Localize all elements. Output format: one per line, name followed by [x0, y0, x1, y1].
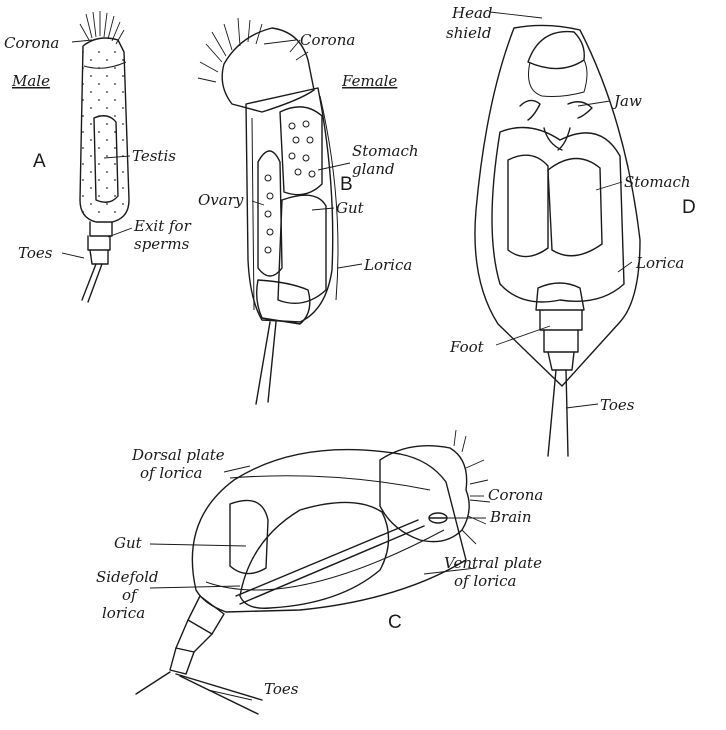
body-male-stipple: [82, 48, 126, 218]
stomach-gland: [280, 107, 322, 195]
gut-c: [230, 500, 268, 573]
label-ventral-1: Ventral plate: [444, 554, 542, 572]
label-ventral-2: of lorica: [454, 572, 517, 590]
label-stomach-d: Stomach: [624, 173, 691, 191]
ovary: [258, 151, 282, 276]
panel-d: Head shield Jaw Stomach D Lorica Foot To…: [446, 4, 696, 456]
label-ovary: Ovary: [198, 191, 244, 209]
head-c: [380, 446, 469, 542]
corona-cilia: [80, 11, 124, 44]
foot-c: [170, 596, 224, 674]
panel-letter-d: D: [682, 197, 696, 218]
head-shield: [528, 32, 584, 69]
label-brain: Brain: [489, 508, 532, 526]
label-corona-a: Corona: [4, 34, 59, 52]
label-stomach-gland-1: Stomach: [352, 142, 419, 160]
gland-c: [240, 502, 389, 608]
label-head-shield-1: Head: [451, 4, 493, 22]
body-female: [246, 88, 333, 322]
panel-a: Corona Male A Testis Exit for sperms Toe…: [4, 11, 192, 302]
ovary-eggs: [265, 175, 273, 253]
label-female: Female: [341, 72, 397, 90]
brain: [429, 513, 447, 523]
label-gut-b: Gut: [336, 199, 365, 217]
gland-left: [508, 155, 548, 256]
label-sidefold-1: Sidefold: [96, 568, 159, 586]
label-sidefold-2: of: [122, 586, 139, 604]
lorica-c: [192, 450, 466, 612]
label-head-shield-2: shield: [446, 24, 491, 42]
label-dorsal-2: of lorica: [140, 464, 203, 482]
label-toes-d: Toes: [600, 396, 635, 414]
toes-male: [82, 264, 102, 302]
jaw: [520, 100, 592, 150]
label-jaw: Jaw: [611, 92, 642, 110]
sidefold: [206, 530, 444, 590]
foot-d: [536, 283, 584, 370]
foot-segments: [88, 222, 112, 264]
label-corona-c: Corona: [488, 486, 543, 504]
label-lorica-d: Lorica: [635, 254, 684, 272]
panel-letter-a: A: [33, 151, 46, 172]
label-dorsal-1: Dorsal plate: [131, 446, 225, 464]
label-corona-b: Corona: [300, 31, 355, 49]
label-gut-c: Gut: [114, 534, 143, 552]
label-lorica-b: Lorica: [363, 256, 412, 274]
stomach-gland-cells: [289, 121, 315, 177]
panel-c: Dorsal plate of lorica Corona Brain Gut …: [96, 430, 543, 714]
label-exit-1: Exit for: [133, 217, 192, 235]
label-foot: Foot: [449, 338, 485, 356]
gland-right: [548, 158, 602, 255]
label-male: Male: [11, 72, 50, 90]
lorica-d: [475, 25, 640, 386]
label-testis: Testis: [132, 147, 176, 165]
toes-female: [256, 322, 276, 404]
label-sidefold-3: lorica: [102, 604, 145, 622]
corona-cilia-b: [198, 18, 308, 82]
stomach-d: [492, 128, 624, 303]
panel-letter-c: C: [388, 612, 402, 633]
panel-letter-b: B: [340, 174, 353, 195]
panel-b: Corona Female Stomach gland B Ovary Gut …: [198, 18, 419, 404]
label-exit-2: sperms: [134, 235, 190, 253]
toes-c: [136, 672, 262, 714]
label-stomach-gland-2: gland: [352, 160, 395, 178]
label-toes-a: Toes: [18, 244, 53, 262]
corona-cilia-c: [454, 430, 490, 544]
label-toes-c: Toes: [264, 680, 299, 698]
